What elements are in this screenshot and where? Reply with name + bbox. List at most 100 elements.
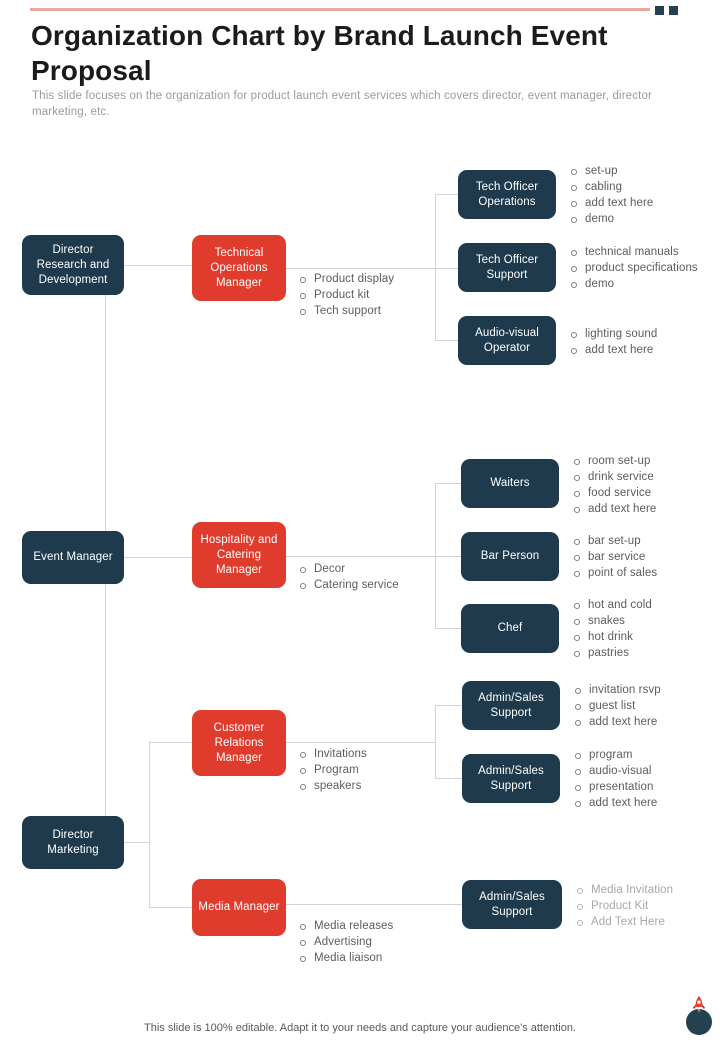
connector-bus-to-chef (435, 628, 461, 629)
connector-bus-to-av-operator (435, 340, 458, 341)
node-admin-sales-support-3[interactable]: Admin/Sales Support (462, 880, 562, 929)
list-item: add text here (574, 795, 657, 811)
list-item: pastries (573, 645, 652, 661)
list-item: lighting sound (570, 326, 657, 342)
list-item: hot drink (573, 629, 652, 645)
node-label: Customer Relations Manager (213, 721, 265, 764)
list-item: add text here (570, 342, 657, 358)
list-item: guest list (574, 698, 661, 714)
top-decorative-rule (30, 8, 650, 11)
node-label: Bar Person (480, 550, 540, 562)
connector-dm-to-bus (124, 842, 149, 843)
connector-tom-to-bus (286, 268, 435, 269)
node-admin-sales-support-1[interactable]: Admin/Sales Support (462, 681, 560, 730)
node-admin-sales-support-2[interactable]: Admin/Sales Support (462, 754, 560, 803)
node-media-manager[interactable]: Media Manager (192, 879, 286, 936)
branch-bus-tech (435, 194, 436, 340)
node-tech-officer-support[interactable]: Tech Officer Support (458, 243, 556, 292)
node-label: Waiters (490, 477, 530, 489)
connector-bus-to-media (149, 907, 192, 908)
list-item: bar set-up (573, 533, 657, 549)
connector-em-to-hcm (124, 557, 192, 558)
duties-admin-sales-support-3: Media Invitation Product Kit Add Text He… (576, 882, 673, 930)
list-item: invitation rsvp (574, 682, 661, 698)
node-label: Director Research and Development (36, 243, 110, 286)
list-item: Add Text Here (576, 914, 673, 930)
list-item: bar service (573, 549, 657, 565)
top-decorative-square-2 (669, 6, 678, 15)
connector-bus-to-tech-support (435, 268, 458, 269)
list-item: product specifications (570, 260, 698, 276)
duties-audio-visual-operator: lighting sound add text here (570, 326, 657, 358)
list-item: Tech support (299, 303, 394, 319)
list-item: Media releases (299, 918, 393, 934)
node-audio-visual-operator[interactable]: Audio-visual Operator (458, 316, 556, 365)
page-subtitle: This slide focuses on the organization f… (32, 90, 652, 118)
connector-bus-to-crm (149, 742, 192, 743)
duties-hospitality-catering-manager: Decor Catering service (299, 561, 399, 593)
list-item: Program (299, 762, 367, 778)
node-label: Technical Operations Manager (210, 246, 268, 289)
list-item: Product kit (299, 287, 394, 303)
duties-technical-operations-manager: Product display Product kit Tech support (299, 271, 394, 319)
rocket-icon (692, 996, 706, 1013)
duties-admin-sales-support-1: invitation rsvp guest list add text here (574, 682, 661, 730)
connector-bus-to-admin-1 (435, 705, 462, 706)
list-item: audio-visual (574, 763, 657, 779)
list-item: technical manuals (570, 244, 698, 260)
list-item: Catering service (299, 577, 399, 593)
node-label: Tech Officer Operations (475, 180, 539, 208)
node-label: Admin/Sales Support (478, 764, 544, 792)
node-tech-officer-operations[interactable]: Tech Officer Operations (458, 170, 556, 219)
list-item: point of sales (573, 565, 657, 581)
list-item: set-up (570, 163, 653, 179)
node-customer-relations-manager[interactable]: Customer Relations Manager (192, 710, 286, 776)
list-item: Product display (299, 271, 394, 287)
node-event-manager[interactable]: Event Manager (22, 531, 124, 584)
list-item: Product Kit (576, 898, 673, 914)
list-item: add text here (570, 195, 653, 211)
node-chef[interactable]: Chef (461, 604, 559, 653)
connector-hcm-to-bus (286, 556, 435, 557)
footer-note: This slide is 100% editable. Adapt it to… (144, 1022, 576, 1034)
list-item: demo (570, 276, 698, 292)
node-waiters[interactable]: Waiters (461, 459, 559, 508)
list-item: Media Invitation (576, 882, 673, 898)
node-director-research-development[interactable]: Director Research and Development (22, 235, 124, 295)
list-item: add text here (574, 714, 661, 730)
node-label: Chef (497, 622, 523, 634)
list-item: Media liaison (299, 950, 393, 966)
list-item: hot and cold (573, 597, 652, 613)
list-item: food service (573, 485, 656, 501)
list-item: Advertising (299, 934, 393, 950)
list-item: Decor (299, 561, 399, 577)
node-label: Admin/Sales Support (479, 890, 545, 918)
branch-bus-hospitality (435, 483, 436, 628)
page-title: Organization Chart by Brand Launch Event… (31, 20, 608, 86)
node-bar-person[interactable]: Bar Person (461, 532, 559, 581)
list-item: room set-up (573, 453, 656, 469)
footer-badge-circle (686, 1009, 712, 1035)
branch-bus-crm (435, 705, 436, 778)
duties-customer-relations-manager: Invitations Program speakers (299, 746, 367, 794)
connector-bus-to-bar-person (435, 556, 461, 557)
node-label: Audio-visual Operator (475, 326, 539, 354)
connector-rd-to-tom (124, 265, 192, 266)
node-label: Admin/Sales Support (478, 691, 544, 719)
connector-crm-to-bus (286, 742, 435, 743)
list-item: speakers (299, 778, 367, 794)
duties-tech-officer-operations: set-up cabling add text here demo (570, 163, 653, 227)
list-item: snakes (573, 613, 652, 629)
list-item: drink service (573, 469, 656, 485)
node-technical-operations-manager[interactable]: Technical Operations Manager (192, 235, 286, 301)
list-item: program (574, 747, 657, 763)
node-label: Hospitality and Catering Manager (200, 533, 278, 576)
node-director-marketing[interactable]: Director Marketing (22, 816, 124, 869)
duties-tech-officer-support: technical manuals product specifications… (570, 244, 698, 292)
duties-admin-sales-support-2: program audio-visual presentation add te… (574, 747, 657, 811)
node-hospitality-catering-manager[interactable]: Hospitality and Catering Manager (192, 522, 286, 588)
node-label: Event Manager (33, 551, 113, 563)
list-item: cabling (570, 179, 653, 195)
